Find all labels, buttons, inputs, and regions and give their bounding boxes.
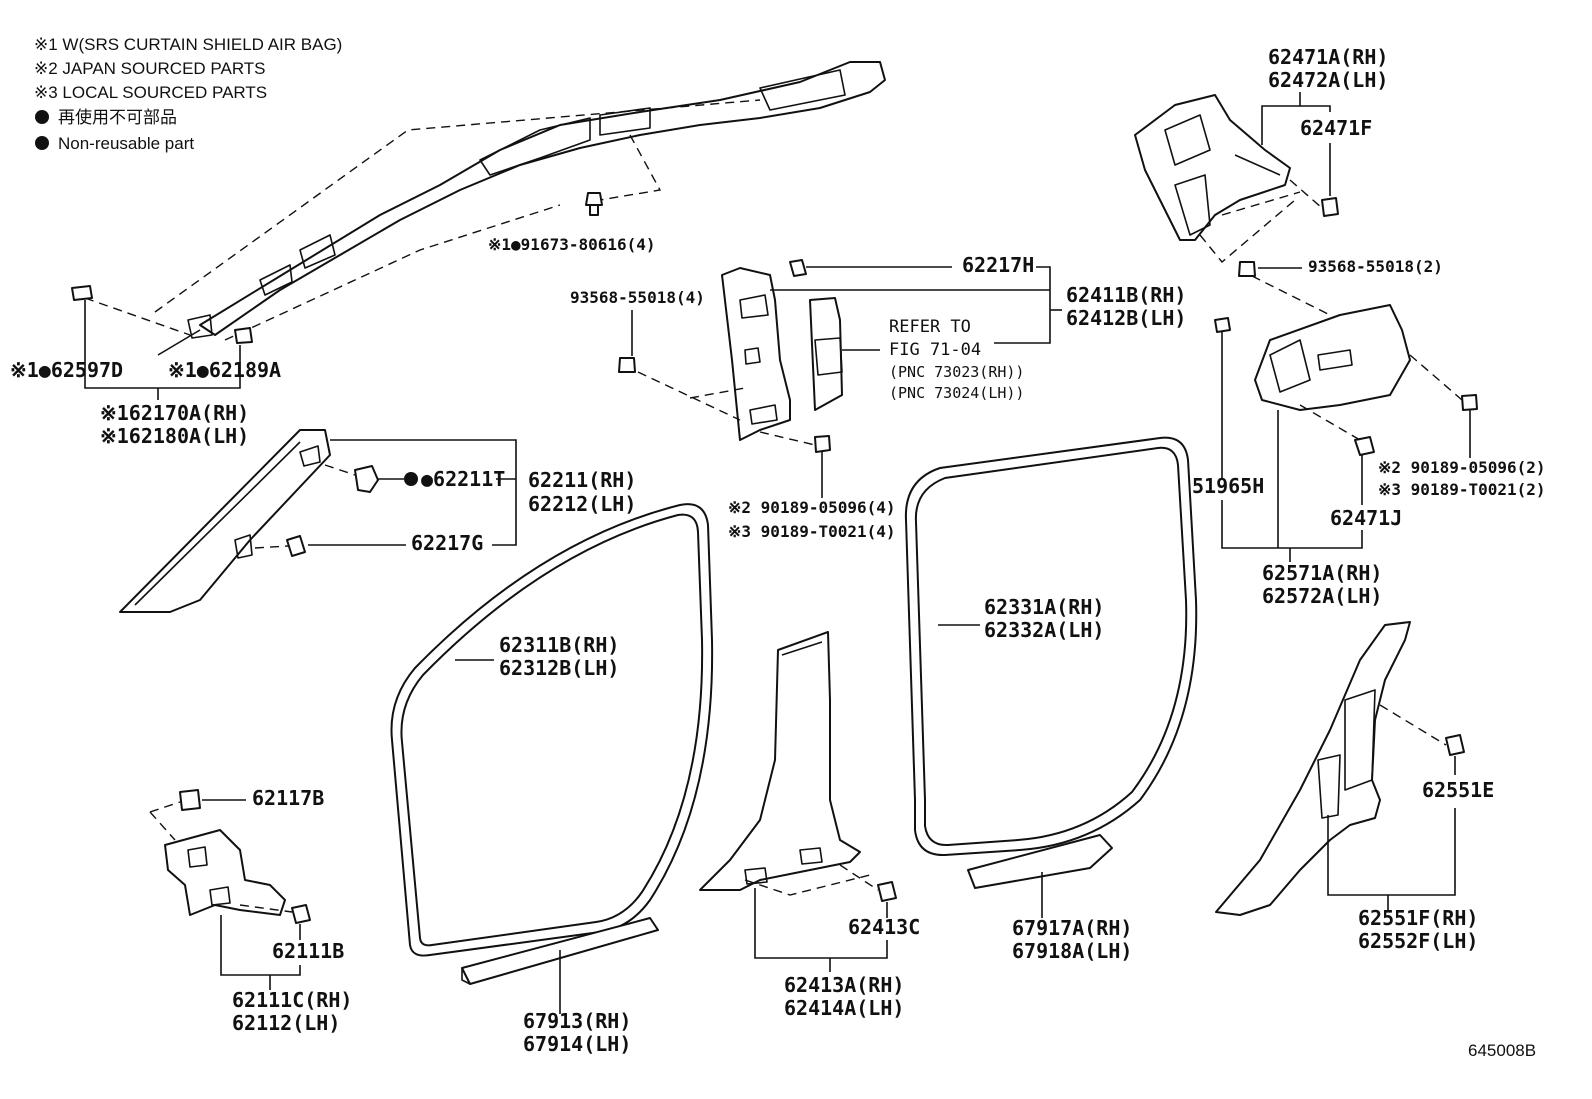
non-reusable-dot-icon: [35, 110, 49, 124]
label-62571A-rh: 62571A(RH): [1262, 561, 1382, 585]
label-62332A-lh: 62332A(LH): [984, 618, 1104, 642]
non-reusable-dot-icon: [404, 472, 418, 486]
label-90189-T0021-4: ※3 90189-T0021(4): [728, 522, 896, 541]
quarter-trim-drawing: [1215, 621, 1465, 916]
legend-note-2: ※2 JAPAN SOURCED PARTS: [34, 59, 266, 78]
refer-line-3: (PNC 73023(RH)): [889, 363, 1024, 381]
cowl-side-trim-drawing: [149, 789, 311, 924]
center-pillar-lower-drawing: [699, 631, 897, 902]
label-67917A-rh: 67917A(RH): [1012, 916, 1132, 940]
non-reusable-dot-icon: [35, 136, 49, 150]
label-91673-80616: ※1●91673-80616(4): [488, 235, 656, 254]
label-62551E: 62551E: [1422, 778, 1494, 802]
legend-note-1: ※1 W(SRS CURTAIN SHIELD AIR BAG): [34, 35, 342, 54]
label-62311B-rh: 62311B(RH): [499, 633, 619, 657]
label-62572A-lh: 62572A(LH): [1262, 584, 1382, 608]
label-62217H: 62217H: [962, 253, 1034, 277]
label-62111C-rh: 62111C(RH): [232, 988, 352, 1012]
label-62413C: 62413C: [848, 915, 920, 939]
curtain-airbag-drawing: [71, 61, 886, 344]
front-pillar-garnish-drawing: [119, 429, 379, 613]
refer-line-1: REFER TO: [889, 317, 971, 337]
label-62471A-rh: 62471A(RH): [1268, 45, 1388, 69]
label-62552F-lh: 62552F(LH): [1358, 929, 1478, 953]
label-93568-55018-4: 93568-55018(4): [570, 288, 705, 307]
legend-note-4: 再使用不可部品: [58, 107, 177, 127]
label-62551F-rh: 62551F(RH): [1358, 906, 1478, 930]
label-62117B: 62117B: [252, 786, 324, 810]
refer-line-4: (PNC 73024(LH)): [889, 384, 1024, 402]
front-door-weatherstrip-drawing: [390, 503, 714, 957]
rear-scuff-plate-drawing: [967, 834, 1113, 889]
label-62211-rh: 62211(RH): [528, 468, 636, 492]
label-62597D: ※1●62597D: [10, 358, 123, 382]
label-62212-lh: 62212(LH): [528, 492, 636, 516]
label-90189-05096-4: ※2 90189-05096(4): [728, 498, 896, 517]
label-67914-lh: 67914(LH): [523, 1032, 631, 1056]
center-pillar-upper-drawing: [618, 259, 880, 453]
label-62189A: ※1●62189A: [168, 358, 281, 382]
label-62471F: 62471F: [1300, 116, 1372, 140]
figure-id: 645008B: [1468, 1041, 1536, 1060]
legend-note-5: Non-reusable part: [58, 134, 194, 153]
label-62180A-lh: ※162180A(LH): [100, 424, 249, 448]
label-62472A-lh: 62472A(LH): [1268, 68, 1388, 92]
label-67918A-lh: 67918A(LH): [1012, 939, 1132, 963]
label-62414A-lh: 62414A(LH): [784, 996, 904, 1020]
label-90189-T0021-2: ※3 90189-T0021(2): [1378, 480, 1546, 499]
label-93568-55018-2: 93568-55018(2): [1308, 257, 1443, 276]
label-62411B-rh: 62411B(RH): [1066, 283, 1186, 307]
label-62471J: 62471J: [1330, 506, 1402, 530]
label-90189-05096-2: ※2 90189-05096(2): [1378, 458, 1546, 477]
legend: ※1 W(SRS CURTAIN SHIELD AIR BAG) ※2 JAPA…: [34, 35, 342, 153]
label-62412B-lh: 62412B(LH): [1066, 306, 1186, 330]
refer-line-2: FIG 71-04: [889, 340, 981, 360]
label-62111B: 62111B: [272, 939, 344, 963]
label-67913-rh: 67913(RH): [523, 1009, 631, 1033]
label-62413A-rh: 62413A(RH): [784, 973, 904, 997]
label-51965H: 51965H: [1192, 474, 1264, 498]
roof-side-garnish-drawing: [1134, 94, 1339, 263]
label-62170A-rh: ※162170A(RH): [100, 401, 249, 425]
rear-side-trim-drawing: [1214, 261, 1478, 456]
legend-note-3: ※3 LOCAL SOURCED PARTS: [34, 83, 267, 102]
label-62312B-lh: 62312B(LH): [499, 656, 619, 680]
label-62217G: 62217G: [411, 531, 483, 555]
rear-door-weatherstrip-drawing: [904, 436, 1198, 857]
label-62211T: ●62211T: [421, 467, 505, 491]
label-62112-lh: 62112(LH): [232, 1011, 340, 1035]
label-62331A-rh: 62331A(RH): [984, 595, 1104, 619]
